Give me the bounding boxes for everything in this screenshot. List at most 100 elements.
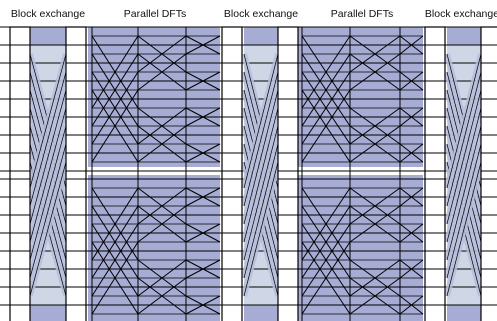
data-cell [277, 44, 299, 64]
data-cell [9, 196, 31, 216]
butterfly-wire-dft2 [399, 143, 424, 163]
data-cell [221, 304, 243, 321]
butterfly-wire-dft2 [399, 71, 424, 91]
data-cell [424, 26, 446, 46]
exchange-wire-2 [243, 125, 279, 261]
butterfly-wire-dft2 [301, 53, 351, 127]
data-cell [9, 98, 31, 118]
exchange-wire-3 [446, 89, 482, 225]
data-cell [480, 196, 497, 216]
data-cell [65, 196, 87, 216]
cell-column-5 [424, 26, 446, 321]
exchange-wire-3 [446, 161, 482, 297]
data-cell [277, 196, 299, 216]
butterfly-wire-dft1 [137, 187, 187, 225]
exchange-wire-1 [29, 143, 67, 279]
data-cell [9, 214, 31, 234]
data-cell [221, 232, 243, 252]
data-cell [277, 232, 299, 252]
data-cell [65, 80, 87, 100]
butterfly-wire-dft1 [137, 205, 187, 243]
data-cell [480, 250, 497, 270]
data-cell [480, 98, 497, 118]
exchange-wire-2 [243, 161, 279, 297]
data-cell [424, 232, 446, 252]
butterfly-wire-dft2 [349, 187, 401, 225]
data-cell [221, 62, 243, 82]
butterfly-wire-dft2 [399, 107, 424, 127]
exchange-wire-3 [446, 71, 482, 207]
butterfly-wire-dft2 [349, 277, 401, 315]
data-cell [277, 178, 299, 198]
butterfly-wire-dft1 [185, 35, 221, 55]
exchange-wire-3 [446, 107, 482, 243]
butterfly-wire-dft1 [91, 53, 139, 127]
data-cell [221, 196, 243, 216]
data-cell [9, 152, 31, 172]
data-cell [9, 304, 31, 321]
region-gap [423, 27, 425, 321]
cell-column-6 [480, 26, 497, 321]
exchange-bottom-strip-2 [244, 305, 278, 321]
butterfly-wire-dft2 [301, 205, 351, 279]
data-cell [480, 304, 497, 321]
exchange-bottom-strip-3 [447, 305, 481, 321]
data-cell [65, 304, 87, 321]
butterfly-wire-dft2 [301, 35, 351, 109]
data-cell [65, 62, 87, 82]
stage-label-block-exchange-1: Block exchange [11, 8, 85, 20]
data-cell [65, 268, 87, 288]
data-cell [221, 268, 243, 288]
butterfly-wire-dft1 [185, 143, 221, 163]
data-cell [277, 26, 299, 46]
butterfly-wire-dft1 [91, 35, 139, 109]
stage-label-block-exchange-2: Block exchange [224, 8, 298, 20]
data-cell [424, 44, 446, 64]
cell-column-2 [65, 26, 87, 321]
data-cell [9, 268, 31, 288]
data-cell [480, 232, 497, 252]
data-cell [424, 152, 446, 172]
butterfly-wire-dft2 [301, 89, 351, 163]
butterfly-wire-dft1 [91, 89, 139, 163]
data-cell [424, 62, 446, 82]
data-cell [480, 134, 497, 154]
butterfly-wire-dft1 [91, 205, 139, 279]
data-cell [9, 178, 31, 198]
data-cell [480, 44, 497, 64]
butterfly-wires [27, 27, 484, 321]
data-cell [9, 134, 31, 154]
data-cell [65, 232, 87, 252]
data-cell [480, 152, 497, 172]
butterfly-wire-dft1 [185, 187, 221, 207]
data-cell [277, 116, 299, 136]
cell-column-1 [9, 26, 31, 321]
butterfly-wire-dft2 [349, 259, 401, 297]
data-cell [221, 44, 243, 64]
butterfly-wire-dft2 [301, 187, 351, 261]
butterfly-wire-dft1 [185, 71, 221, 91]
region-gap [220, 27, 222, 321]
butterfly-wire-dft2 [399, 259, 424, 279]
data-cells [9, 26, 497, 321]
exchange-wire-2 [243, 143, 279, 279]
exchange-top-strip-1 [30, 27, 66, 45]
butterfly-wire-dft1 [185, 107, 221, 127]
data-cell [221, 250, 243, 270]
data-cell [424, 304, 446, 321]
data-cell [65, 286, 87, 306]
data-cell [424, 250, 446, 270]
exchange-wire-1 [29, 89, 67, 225]
data-cell [277, 152, 299, 172]
exchange-wire-3 [446, 143, 482, 279]
butterfly-wire-dft2 [349, 107, 401, 145]
data-cell [424, 196, 446, 216]
data-cell [221, 98, 243, 118]
data-cell [480, 178, 497, 198]
data-cell [9, 286, 31, 306]
butterfly-wire-dft1 [91, 71, 139, 145]
exchange-wire-1 [29, 107, 67, 243]
data-cell [65, 134, 87, 154]
data-cell [277, 304, 299, 321]
